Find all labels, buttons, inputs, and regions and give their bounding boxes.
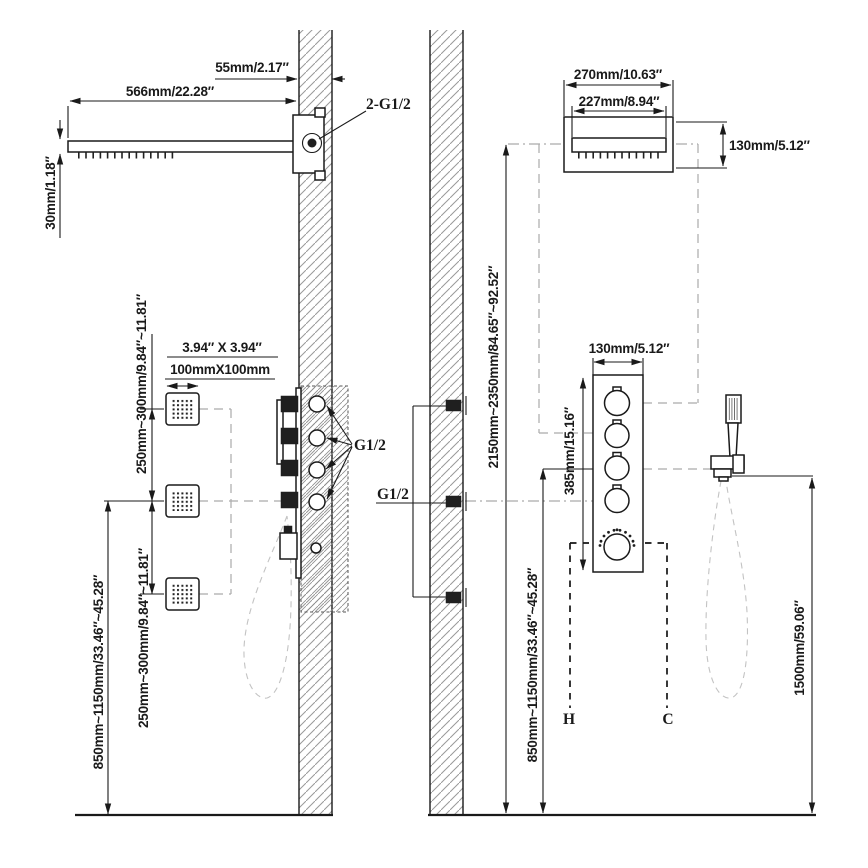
wall-supply-connectors [376, 396, 467, 607]
valve-knob-stem-1 [280, 395, 299, 413]
left-handheld-spray-cone [243, 515, 292, 699]
dim-head-face-width: 227mm/8.94″ [579, 94, 661, 109]
valve-plate [295, 387, 302, 579]
valve-knob-4 [604, 487, 630, 514]
dim-jet-gap-upper: 250mm~300mm/9.84″~11.81″ [134, 293, 149, 474]
left-valve-rough-in [300, 385, 353, 613]
label-hot: H [563, 711, 575, 728]
valve-port-3 [308, 461, 326, 479]
thermostat-dial [603, 533, 631, 561]
bracket-outlet [713, 468, 732, 478]
thermostat-dial-ticks [598, 528, 636, 547]
shower-head-face [571, 137, 667, 153]
right-wall [428, 30, 816, 817]
wall-connector-top [445, 399, 462, 412]
valve-knob-stem-2 [280, 427, 299, 445]
handheld-shower [710, 394, 745, 482]
dim-valve-mount-height: 850mm~1150mm/33.46″~45.28″ [525, 567, 540, 762]
dim-head-height: 2150mm~2350mm/84.65″~92.52″ [486, 265, 501, 468]
ceiling-shower-head [563, 116, 674, 173]
mount-box [292, 114, 325, 174]
labels: 55mm/2.17″ 566mm/22.28″ 2-G1/2 30mm/1.18… [43, 60, 811, 769]
dim-handheld-height: 1500mm/59.06″ [792, 600, 807, 696]
handheld-holder-left [279, 532, 298, 560]
handheld-handle [727, 422, 739, 459]
valve-knob-stem-4 [280, 491, 299, 509]
right-handheld-spray-cone [705, 480, 748, 699]
wall-outlet-port [301, 132, 323, 154]
dim-jet-gap-lower: 250mm~300mm/9.84″~11.81″ [136, 547, 151, 728]
label-cold: C [662, 711, 673, 728]
dim-head-width: 270mm/10.63″ [574, 67, 663, 82]
label-right-port: G1/2 [377, 486, 409, 503]
valve-knob-stem-3 [280, 459, 299, 477]
valve-knob-2 [604, 422, 630, 449]
dim-jet-height: 850mm~1150mm/33.46″~45.28″ [91, 574, 106, 769]
valve-knob-3 [604, 455, 630, 481]
dim-spout-thickness: 30mm/1.18″ [43, 156, 58, 230]
valve-port-2 [308, 429, 326, 447]
dim-spout-offset: 55mm/2.17″ [215, 60, 289, 75]
wall-connector-middle [445, 495, 462, 508]
dim-spout-length: 566mm/22.28″ [126, 84, 215, 99]
valve-knob-1 [603, 389, 631, 417]
dim-head-depth: 130mm/5.12″ [729, 138, 811, 153]
thermostatic-valve-panel [592, 374, 644, 573]
valve-port-1 [308, 395, 326, 413]
label-jet-size-mm: 100mmX100mm [170, 362, 270, 377]
right-dimensions [502, 80, 816, 814]
dim-valve-height: 385mm/15.16″ [562, 406, 577, 495]
label-jet-size-inch: 3.94″ X 3.94″ [182, 340, 262, 355]
outlet-leader-line [318, 110, 367, 140]
left-valve-trim [276, 387, 302, 579]
body-jets [165, 392, 200, 611]
wall-connector-bottom [445, 591, 462, 604]
label-left-ports: G1/2 [354, 437, 386, 454]
valve-port-4 [308, 493, 326, 511]
left-dimensions [56, 75, 345, 815]
label-wall-outlet: 2-G1/2 [366, 96, 411, 113]
wall-mount-rain-shower [67, 107, 367, 181]
shower-arm [67, 140, 299, 153]
dim-valve-width: 130mm/5.12″ [589, 341, 671, 356]
